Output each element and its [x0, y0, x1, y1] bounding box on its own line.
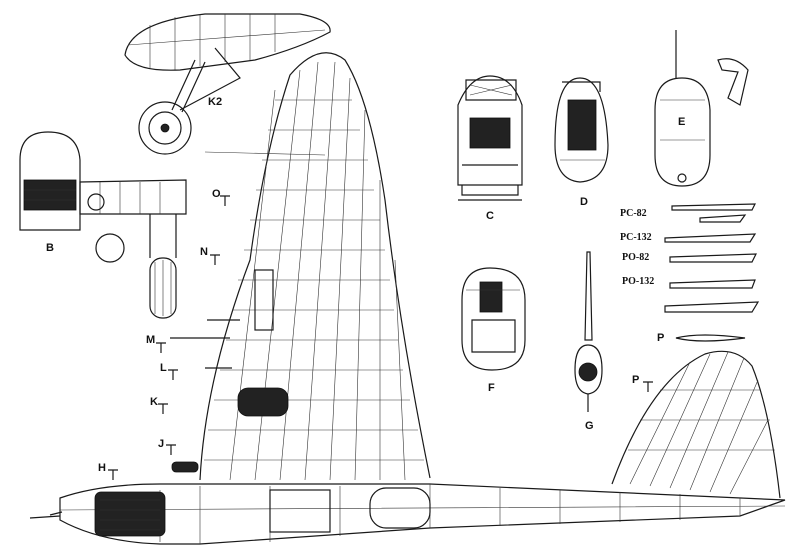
g-section	[574, 251, 603, 412]
station-marks	[108, 195, 653, 480]
f-section	[461, 267, 526, 371]
c-cockpit-section	[457, 75, 523, 201]
label-n: N	[200, 246, 208, 258]
label-l: L	[160, 362, 167, 374]
label-p-section: P	[632, 374, 640, 386]
label-k: K	[150, 396, 158, 408]
b-nacelle-front-view	[19, 131, 187, 319]
tail-fin	[611, 350, 781, 499]
label-p-rockets: P	[657, 332, 665, 344]
rocket-label-pc82: PC-82	[620, 208, 647, 219]
label-o: O	[212, 188, 221, 200]
d-section	[554, 77, 609, 183]
label-h: H	[98, 462, 106, 474]
label-b: B	[46, 242, 54, 254]
rocket-label-pc132: PC-132	[620, 232, 652, 243]
label-m: M	[146, 334, 156, 346]
rocket-label-po132: PO-132	[622, 276, 655, 287]
label-e: E	[678, 116, 686, 128]
label-d: D	[580, 196, 588, 208]
label-f: F	[488, 382, 495, 394]
k2-gear-detail	[124, 13, 331, 155]
e-section	[654, 30, 749, 187]
label-k2: K2	[208, 96, 223, 108]
label-c: C	[486, 210, 494, 222]
label-g: G	[585, 420, 594, 432]
rocket-label-po82: PO-82	[622, 252, 650, 263]
label-j: J	[158, 438, 165, 450]
rockets-side-views	[664, 203, 760, 342]
fuselage-side-view	[29, 52, 786, 545]
